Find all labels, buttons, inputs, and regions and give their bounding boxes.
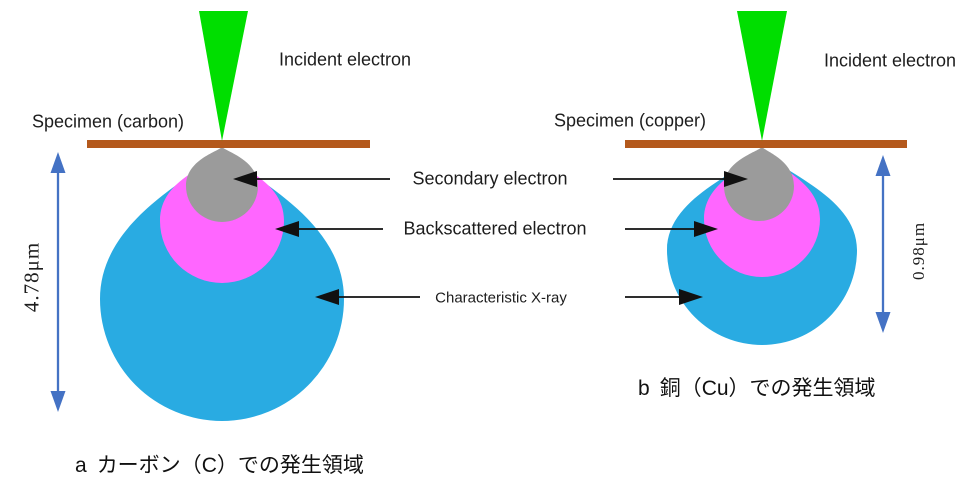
specimen-carbon-label: Specimen (carbon) — [31, 111, 185, 132]
xray-arrow-right — [625, 289, 703, 305]
incident-beam-copper — [737, 11, 787, 141]
depth-arrow-copper — [875, 155, 891, 333]
carbon-diagram — [50, 11, 370, 421]
characteristic-xray-label: Characteristic X-ray — [435, 289, 567, 307]
caption-copper-text-1: 銅（ — [659, 376, 702, 400]
xray-arrow-left — [315, 289, 420, 305]
depth-arrow-carbon — [50, 152, 66, 412]
secondary-arrow-left — [233, 171, 390, 187]
caption-carbon-letter: a — [75, 454, 87, 477]
incident-electron-label-copper: Incident electron — [823, 50, 957, 71]
copper-depth-value: 0.98μm — [909, 221, 928, 281]
backscattered-electron-label: Backscattered electron — [403, 218, 587, 239]
annotation-arrows — [233, 171, 748, 305]
backscattered-arrow-right — [625, 221, 718, 237]
specimen-bar-carbon — [87, 140, 370, 148]
copper-diagram — [625, 11, 907, 345]
secondary-region-carbon — [186, 147, 258, 222]
caption-carbon: a カーボン（C）での発生領域 — [75, 449, 364, 479]
secondary-arrow-right — [613, 171, 748, 187]
carbon-depth-value: 4.78μm — [19, 241, 44, 313]
specimen-bar-copper — [625, 140, 907, 148]
caption-carbon-text-2: ）での発生領域 — [216, 453, 364, 477]
caption-copper: b 銅（Cu）での発生領域 — [638, 372, 876, 402]
caption-copper-symbol: Cu — [701, 377, 729, 400]
caption-carbon-text-1: カーボン（ — [96, 453, 202, 477]
caption-copper-text-2: ）での発生領域 — [728, 376, 876, 400]
secondary-region-copper — [724, 147, 794, 221]
specimen-copper-label: Specimen (copper) — [553, 110, 707, 131]
secondary-electron-label: Secondary electron — [412, 168, 568, 189]
incident-beam-carbon — [199, 11, 248, 141]
backscattered-arrow-left — [275, 221, 383, 237]
incident-electron-label-carbon: Incident electron — [278, 49, 412, 70]
caption-copper-letter: b — [638, 377, 650, 400]
caption-carbon-symbol: C — [201, 454, 217, 477]
